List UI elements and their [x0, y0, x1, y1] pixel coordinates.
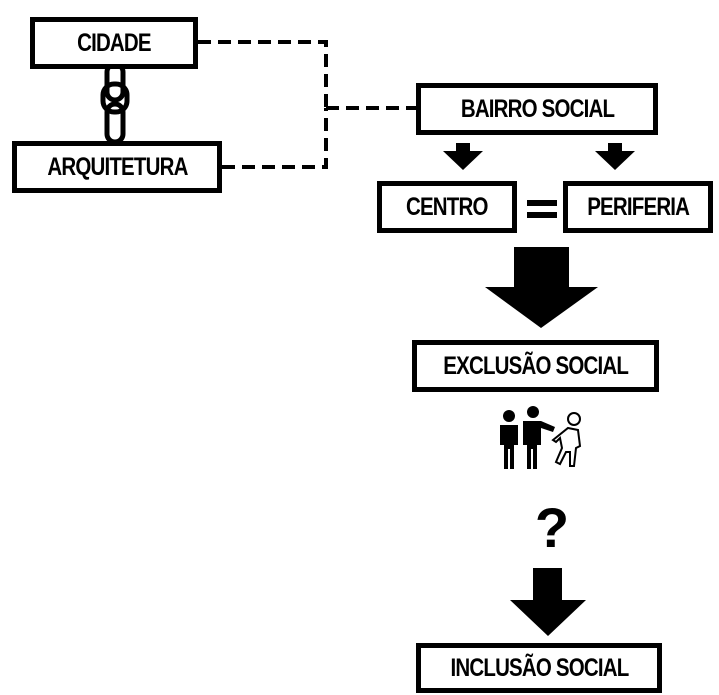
- node-centro: CENTRO: [377, 181, 517, 233]
- dashed-connector: [198, 40, 416, 169]
- person-3-outline: [551, 412, 582, 467]
- node-bairro-social: BAIRRO SOCIAL: [416, 83, 658, 135]
- node-bairro-social-label: BAIRRO SOCIAL: [460, 94, 614, 123]
- arrow-down-icon-exclusao: [485, 247, 598, 328]
- node-periferia-label: PERIFERIA: [587, 192, 690, 221]
- person-1-body: [500, 425, 518, 469]
- chain-link-2: [100, 81, 130, 115]
- dashed-line-cidade: [198, 40, 328, 108]
- person-2-head: [527, 406, 539, 418]
- node-cidade-label: CIDADE: [77, 28, 151, 57]
- equals-sign: [527, 200, 557, 220]
- person-3-head: [567, 412, 581, 426]
- node-arquitetura-label: ARQUITETURA: [46, 152, 188, 181]
- node-centro-label: CENTRO: [406, 192, 488, 221]
- node-exclusao-social: EXCLUSÃO SOCIAL: [412, 340, 659, 392]
- equals-bar-bottom: [527, 212, 557, 218]
- arrow-down-icon-inclusao: [510, 568, 586, 636]
- chain-link-icon: [100, 61, 130, 145]
- node-periferia: PERIFERIA: [563, 181, 713, 233]
- node-cidade: CIDADE: [30, 17, 198, 69]
- node-inclusao-social-label: INCLUSÃO SOCIAL: [450, 653, 629, 682]
- equals-bar-top: [527, 200, 557, 206]
- arrow-down-icon-centro: [443, 143, 483, 170]
- question-mark: ?: [534, 496, 570, 559]
- person-2-body: [523, 421, 555, 469]
- people-exclusion-icon: [500, 406, 582, 469]
- node-arquitetura: ARQUITETURA: [12, 141, 222, 193]
- dashed-line-arquitetura: [222, 108, 328, 169]
- person-1-head: [503, 410, 515, 422]
- person-3-body: [551, 426, 582, 467]
- node-inclusao-social: INCLUSÃO SOCIAL: [416, 643, 662, 693]
- arrow-down-icon-periferia: [595, 143, 635, 170]
- node-exclusao-social-label: EXCLUSÃO SOCIAL: [443, 351, 629, 380]
